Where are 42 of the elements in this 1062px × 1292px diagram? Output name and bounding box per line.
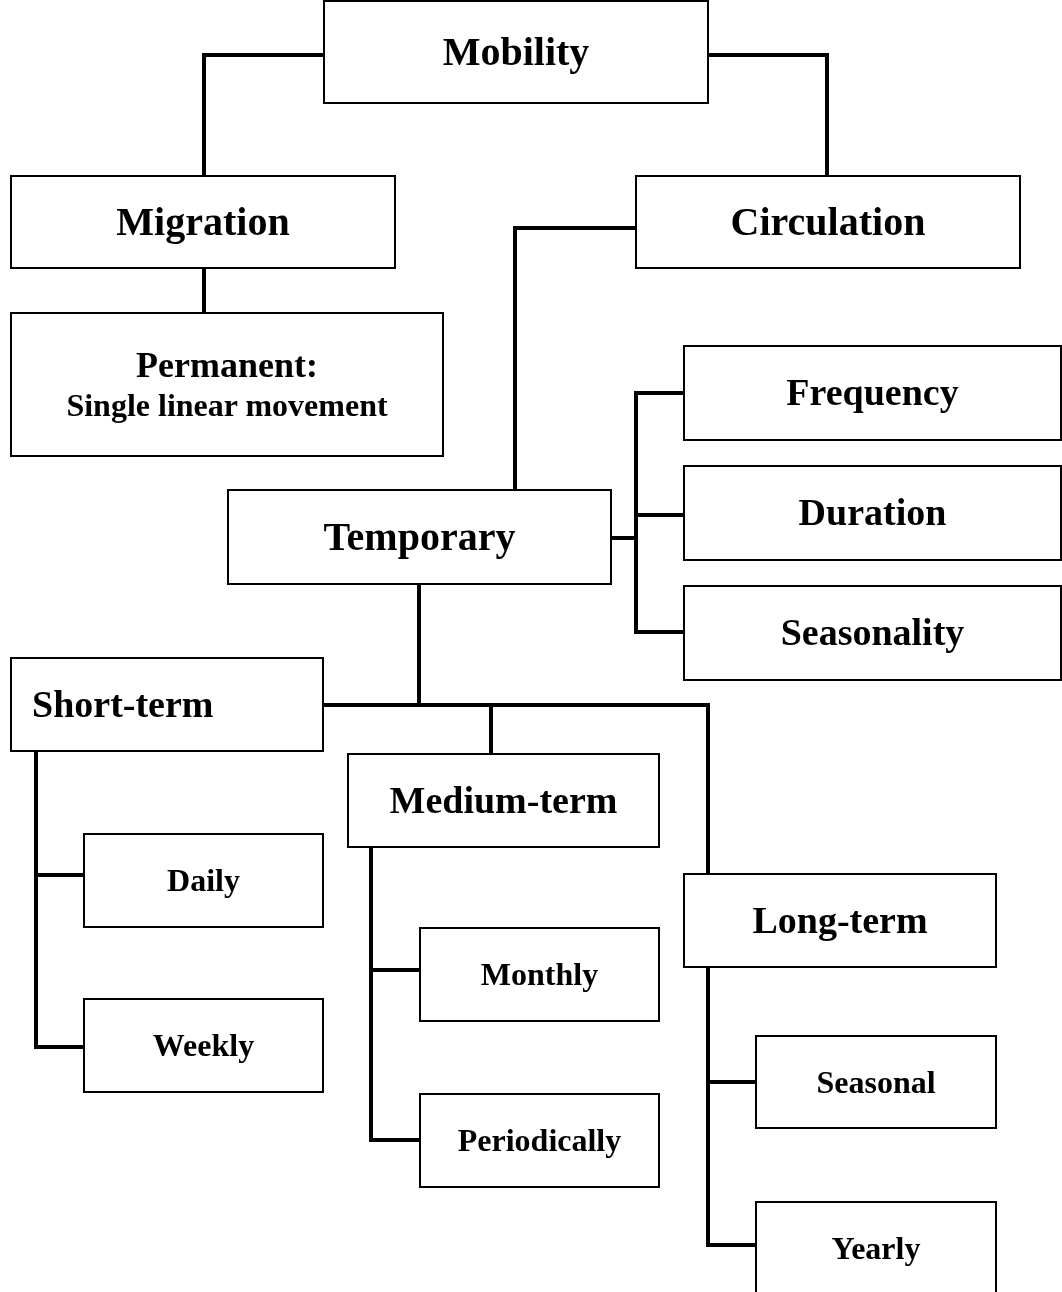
box-subtitle: Single linear movement [66, 386, 388, 424]
category-box [419, 927, 660, 1022]
connector-line [202, 269, 206, 312]
box-label: Long-term [752, 898, 928, 943]
box-label: Seasonality [780, 611, 965, 655]
connector-line [34, 752, 83, 1049]
category-box [347, 753, 660, 848]
box-label: Medium-term [389, 778, 618, 823]
category-box [683, 345, 1062, 441]
box-label: Temporary [323, 514, 516, 560]
category-box [83, 998, 324, 1093]
box-label: Duration [798, 491, 947, 535]
box-label: Daily [167, 862, 240, 899]
category-box [755, 1201, 997, 1292]
connector-line [612, 536, 683, 634]
box-label: Weekly [152, 1027, 255, 1064]
category-box [10, 175, 396, 269]
box-label: Short-term [32, 682, 214, 727]
category-box [683, 585, 1062, 681]
box-label: Frequency [786, 371, 959, 415]
connector-line [513, 226, 635, 489]
category-box [227, 489, 612, 585]
box-label: Periodically [457, 1122, 622, 1159]
category-box [10, 312, 444, 457]
category-box [635, 175, 1021, 269]
connector-line [709, 53, 829, 175]
category-box [683, 465, 1062, 561]
category-box [83, 833, 324, 928]
box-label: Mobility [442, 29, 590, 75]
category-box [755, 1035, 997, 1129]
box-label: Permanent: [136, 345, 318, 387]
category-box [323, 0, 709, 104]
connector-line [369, 848, 419, 1142]
box-label: Circulation [730, 199, 926, 245]
connector-line [202, 53, 323, 175]
category-box [10, 657, 324, 752]
box-label: Seasonal [816, 1063, 936, 1101]
box-label: Monthly [480, 956, 599, 993]
box-label: Migration [116, 199, 290, 245]
category-box [683, 873, 997, 968]
category-box [419, 1093, 660, 1188]
box-label: Yearly [831, 1230, 921, 1267]
